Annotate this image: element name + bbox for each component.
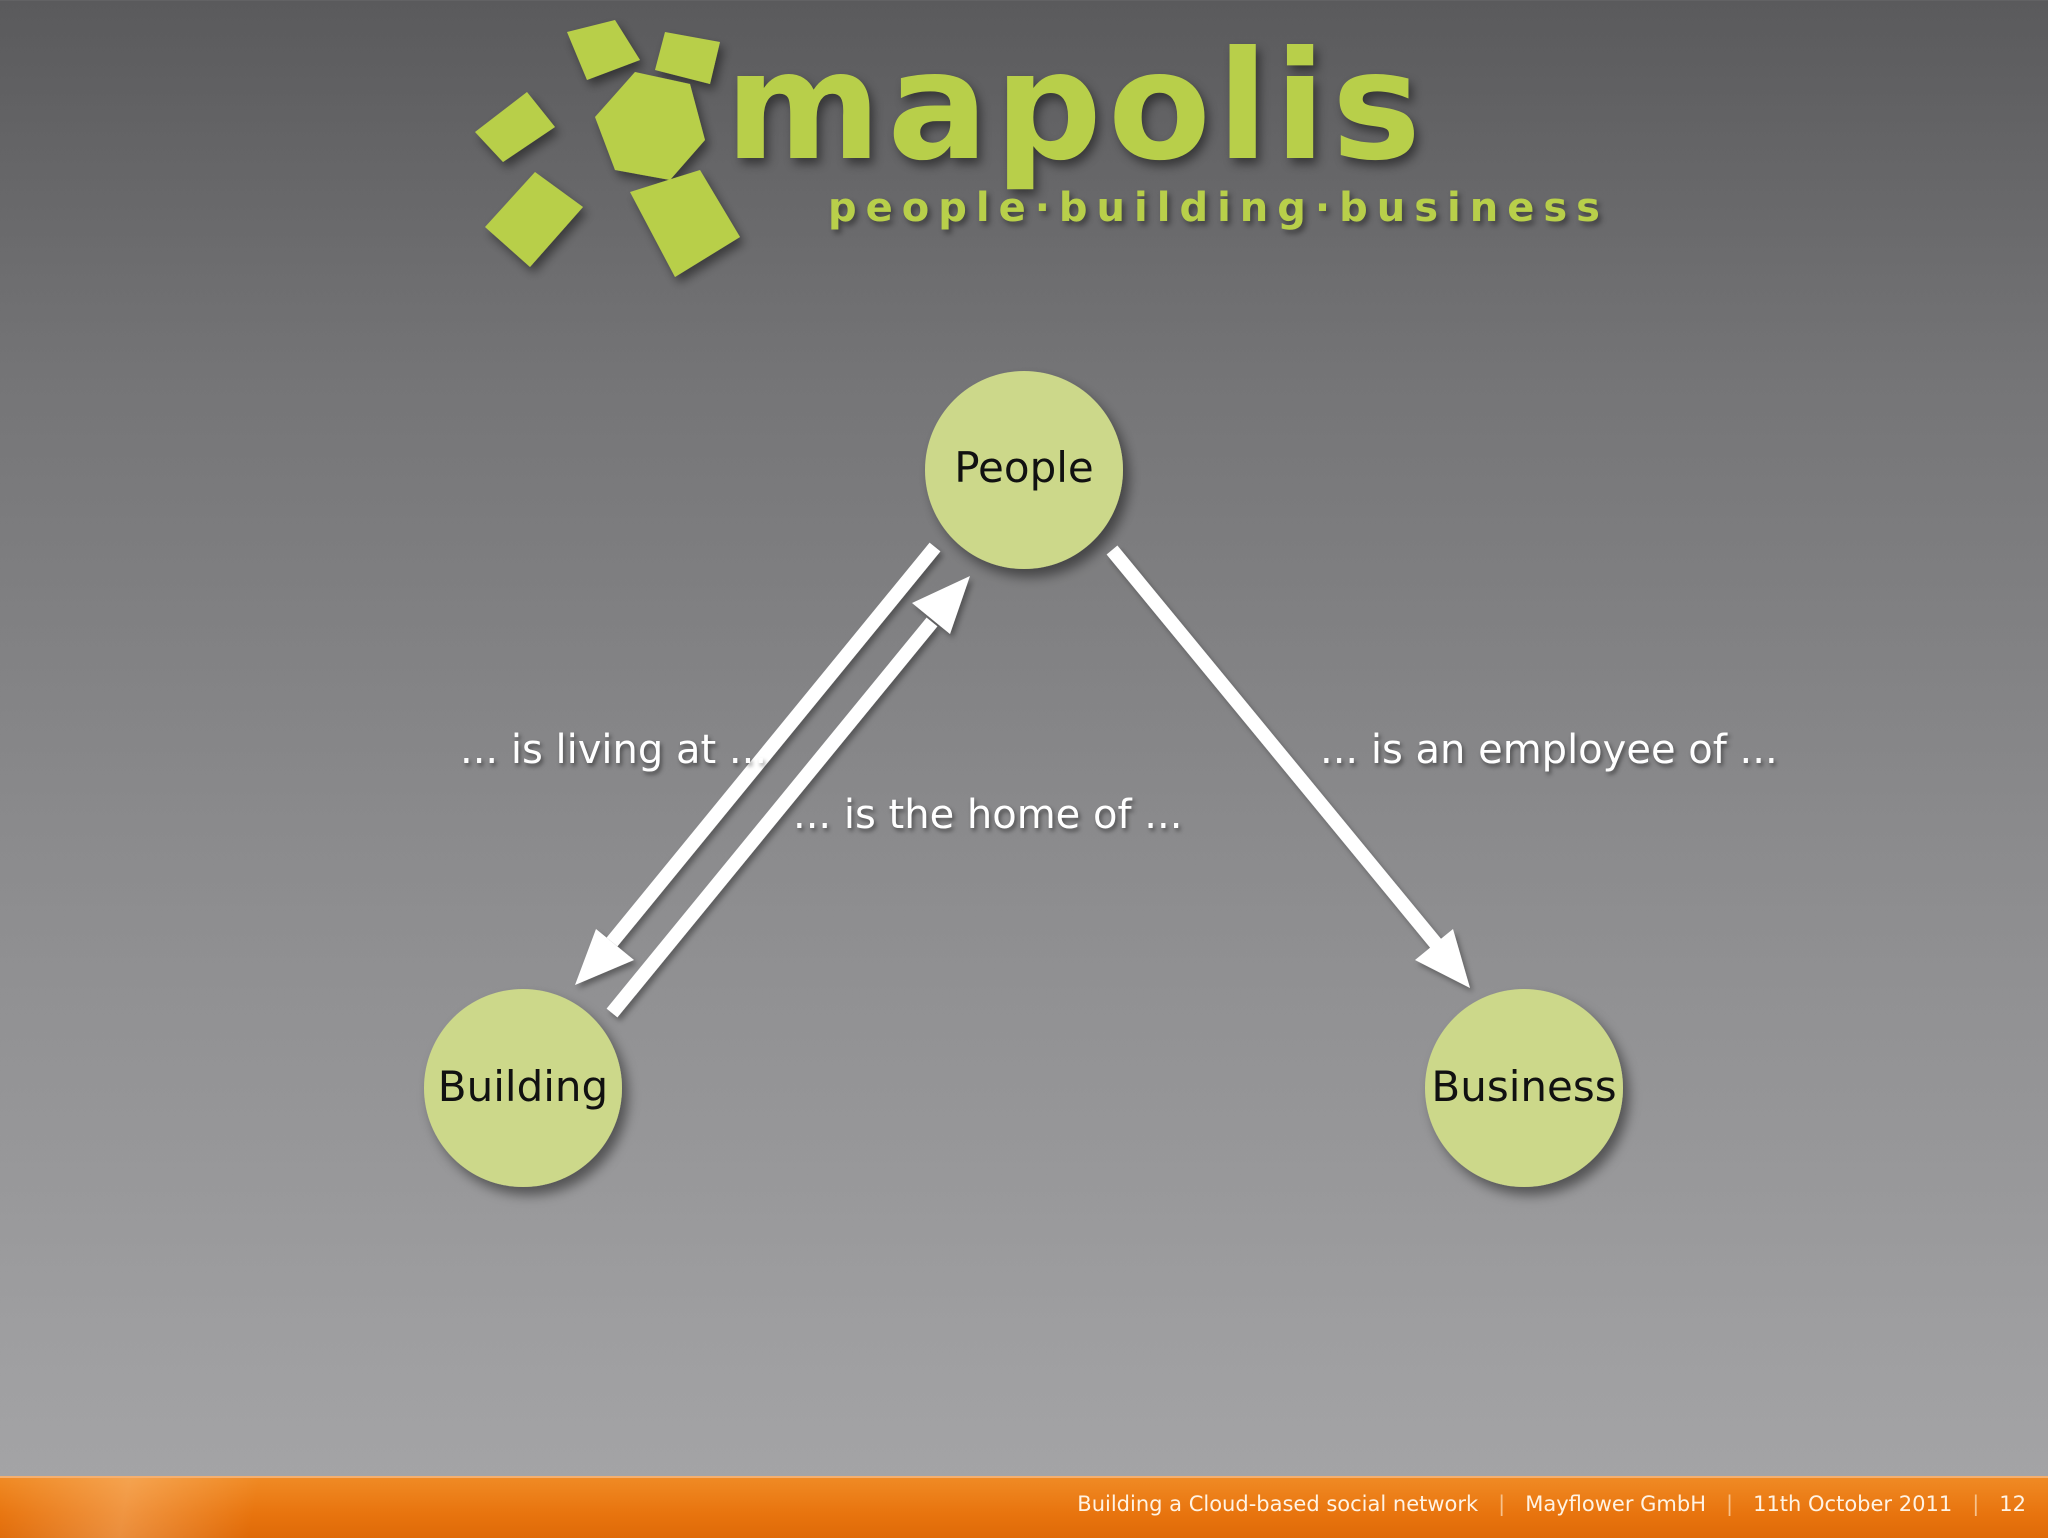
node-label-people: People [954,443,1094,492]
page-number: 12 [1999,1492,2026,1516]
arrow-home-of [606,576,970,1018]
arrow-living-at [575,542,941,985]
node-label-building: Building [437,1062,609,1111]
footer-swoosh [0,1478,360,1538]
node-business [1425,989,1623,1187]
edge-label-employee-of: ... is an employee of ... [1320,727,1778,773]
logo-tagline: people·building·business [828,185,1609,231]
footer-company: Mayflower GmbH [1525,1492,1706,1516]
footer-bar: Building a Cloud-based social network | Ma… [0,1476,2048,1538]
arrow-employee-of [1106,545,1470,988]
footer-separator: | [1498,1492,1506,1516]
mapolis-logo [475,20,740,277]
node-people [925,371,1123,569]
footer-text: Building a Cloud-based social network | Ma… [1077,1494,2026,1515]
edge-label-living-at: ... is living at ... [460,727,768,773]
footer-separator: | [1726,1492,1734,1516]
logo-wordmark: mapolis [725,20,1428,194]
node-building [424,989,622,1187]
footer-separator: | [1972,1492,1980,1516]
node-label-business: Business [1431,1062,1617,1111]
footer-date: 11th October 2011 [1753,1492,1953,1516]
edge-label-home-of: ... is the home of ... [793,792,1183,838]
logo-petals [475,20,740,277]
footer-title: Building a Cloud-based social network [1077,1492,1479,1516]
